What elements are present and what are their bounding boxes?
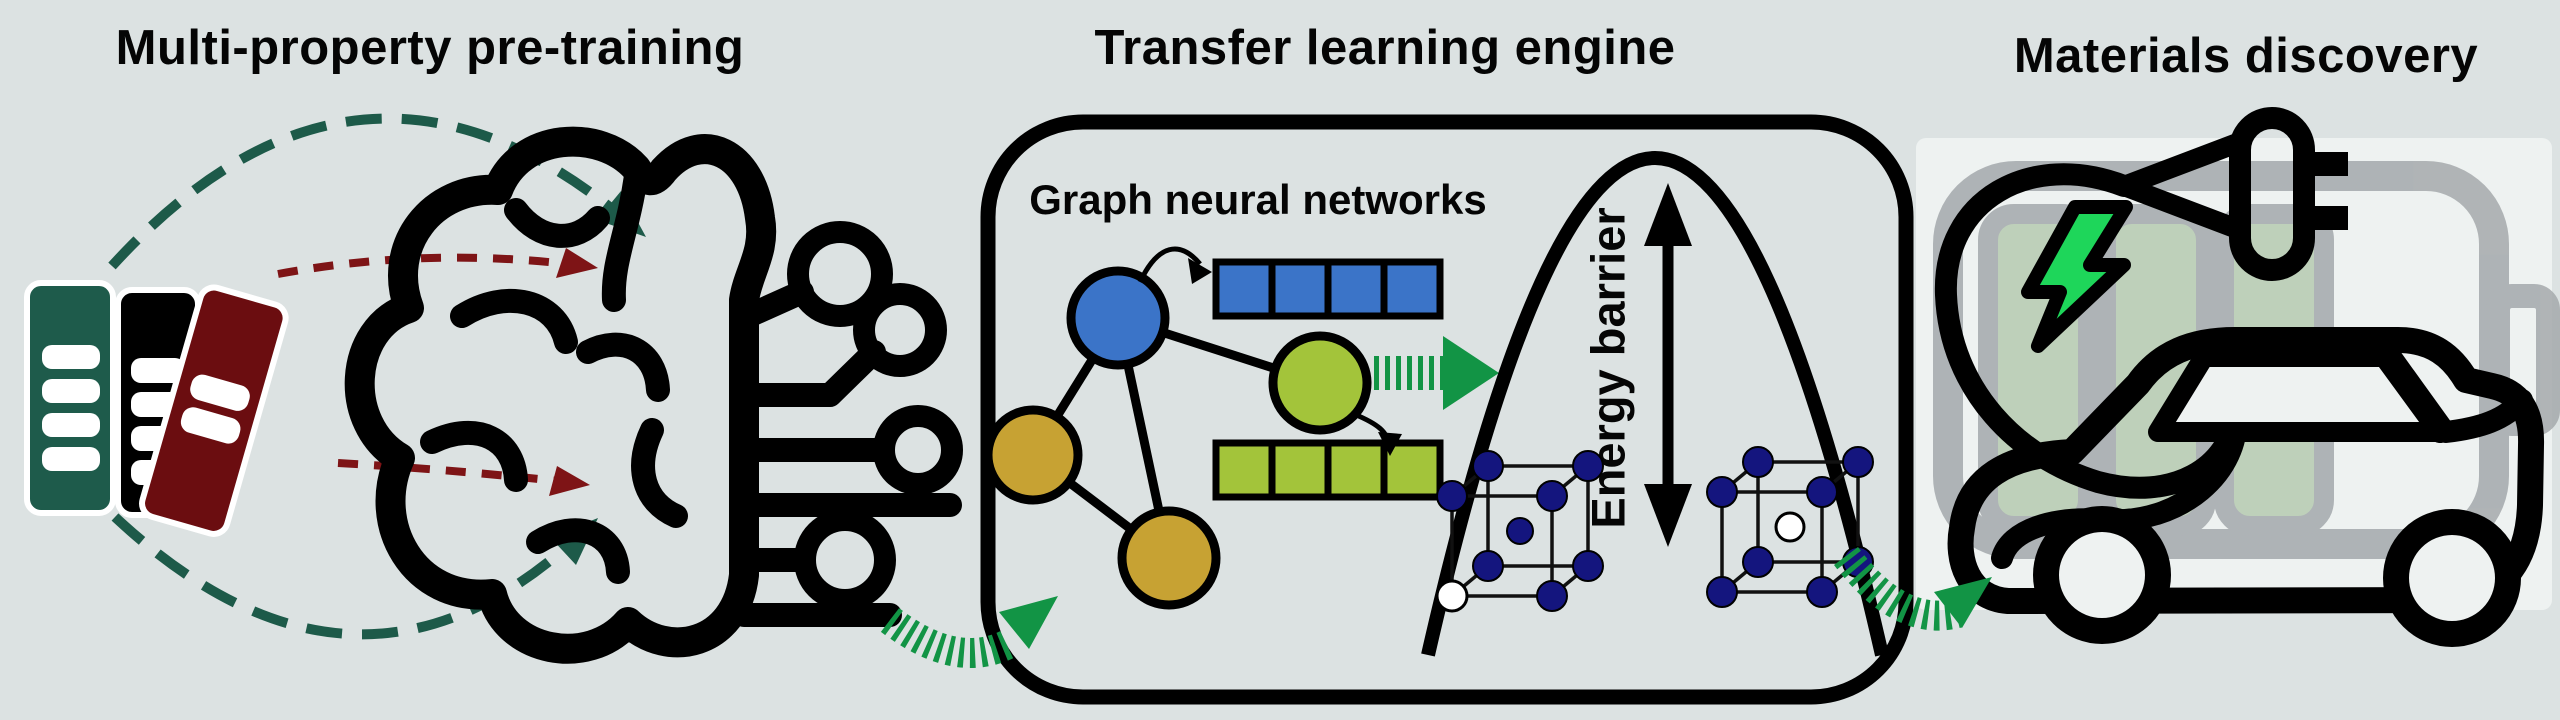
graph-node-green (1268, 331, 1372, 435)
flow-arrow-into-transfer (880, 596, 1058, 668)
crystal-structure-initial (1435, 450, 1604, 613)
graph-node-blue (1066, 266, 1170, 370)
vacancy-center (1774, 511, 1806, 543)
section-title-pretraining: Multi-property pre-training (115, 21, 745, 75)
green-dashed-arc-top (108, 113, 632, 270)
transfer-engine-box (980, 114, 1914, 705)
car-icon (1947, 327, 2545, 647)
books-icon (24, 280, 289, 537)
red-arrowhead-top (556, 248, 598, 278)
lightning-bolt-icon (2021, 200, 2133, 353)
feature-vector-blue (1212, 258, 1444, 320)
section-title-discovery: Materials discovery (2013, 29, 2479, 83)
energy-barrier-curve (1421, 151, 1889, 657)
node-to-vector-arrow-blue (1137, 246, 1202, 284)
vacancy-atom (1435, 579, 1469, 613)
gnn-label: Graph neural networks (1029, 176, 1486, 223)
feature-vector-green (1212, 439, 1444, 501)
embedding-arrow (1374, 336, 1499, 410)
book-green-icon (24, 280, 116, 516)
graph-node-gold-bottom (1117, 506, 1221, 610)
red-dashed-arrow-bottom (337, 459, 577, 487)
red-dashed-arrow-top (277, 253, 585, 278)
center-atom (1506, 517, 1534, 545)
red-arrowhead-bottom (549, 466, 590, 496)
graph-neural-network (983, 246, 1499, 610)
flow-arrow-into-discovery (1834, 546, 1992, 631)
book-red-icon (139, 284, 289, 537)
brain-circuit-icon (344, 126, 963, 664)
car-wheel-rear (2033, 506, 2171, 644)
section-title-transfer: Transfer learning engine (1094, 21, 1676, 75)
green-dashed-arc-bottom (111, 513, 589, 640)
graph-node-gold-left (983, 405, 1083, 505)
car-wheel-front (2383, 509, 2521, 647)
